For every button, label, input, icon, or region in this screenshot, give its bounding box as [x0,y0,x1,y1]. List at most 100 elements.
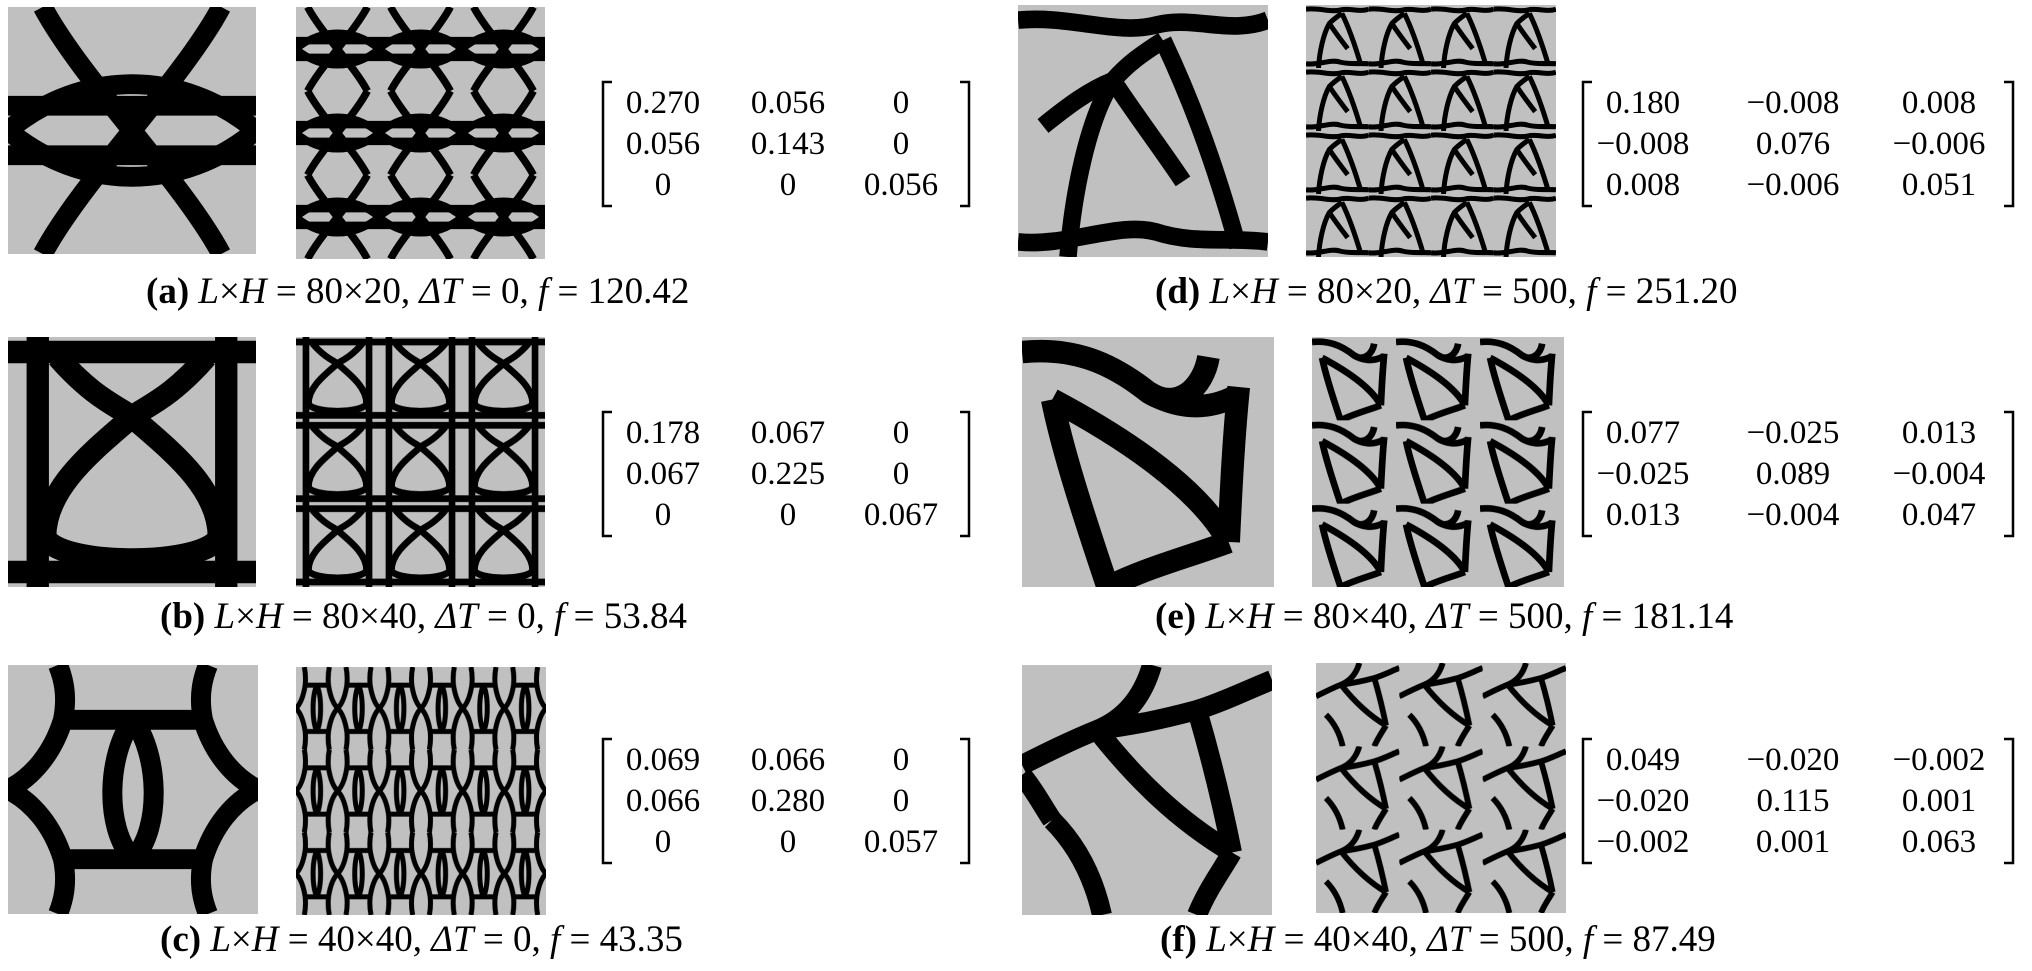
caption-symbol: H [255,596,283,637]
matrix-cell: 0.008 [1901,85,1977,121]
matrix-row: 0 0 0.067 [598,494,974,536]
caption-symbol: ΔT [435,596,478,637]
caption-symbol: = [564,596,604,637]
matrix-cell: −0.004 [1892,456,1986,492]
caption-label: (e) [1155,596,1197,637]
matrix-cell: 0.067 [625,456,701,492]
matrix-cell: 0.057 [863,824,939,860]
matrix-row: −0.025 0.089 −0.004 [1578,453,2018,495]
matrix-cell: 0.001 [1755,824,1831,860]
matrix-f: 0.049 −0.020 −0.002 −0.020 0.115 0.001 −… [1578,737,2018,865]
matrix-d: 0.180 −0.008 0.008 −0.008 0.076 −0.006 0… [1578,80,2018,208]
caption-value: 40 [1313,919,1351,960]
matrix-cell: 0 [779,824,797,860]
caption-symbol: = [1468,596,1508,637]
matrix-cell: 0.001 [1901,783,1977,819]
caption-symbol: × [1349,596,1371,637]
caption-symbol: , [1567,271,1587,312]
periodic-array-b [296,337,545,587]
caption-symbol: f [1586,271,1597,312]
caption-e: (e) L×H = 80×40, ΔT = 500, f = 181.14 [1155,595,1733,639]
caption-symbol: , [400,271,420,312]
caption-symbol: = [278,919,318,960]
matrix-cell: −0.006 [1746,167,1840,203]
matrix-c: 0.069 0.066 0 0.066 0.280 0 0 0 0.057 [598,737,974,865]
caption-symbol: = [1274,919,1314,960]
caption-symbol: , [1411,271,1431,312]
caption-symbol: ΔT [419,271,462,312]
periodic-array-a [296,7,545,259]
matrix-row: 0.008 −0.006 0.051 [1578,164,2018,206]
matrix-row: 0.180 −0.008 0.008 [1578,82,2018,124]
matrix-cell: 0.270 [625,85,701,121]
caption-value: 87.49 [1632,919,1716,960]
matrix-cell: 0.063 [1901,824,1977,860]
caption-value: 40 [317,919,355,960]
caption-symbol: × [354,919,376,960]
matrix-cell: 0.067 [750,415,826,451]
periodic-array-f [1316,663,1566,913]
caption-symbol: × [1230,271,1251,312]
matrix-cell: 0 [654,497,672,533]
caption-symbol: × [1350,919,1372,960]
caption-symbol: L [1205,596,1226,637]
caption-symbol: × [342,271,364,312]
caption-value: 251.20 [1635,271,1738,312]
caption-symbol: = [266,271,306,312]
caption-label: (f) [1160,919,1197,960]
caption-symbol: , [1407,596,1427,637]
caption-symbol: , [416,596,436,637]
matrix-cell: −0.008 [1596,126,1690,162]
caption-symbol: = [1273,596,1313,637]
matrix-cell: 0 [779,167,797,203]
unit-cell-e [1022,337,1274,587]
matrix-cell: 0 [654,824,672,860]
matrix-cell: 0 [654,167,672,203]
caption-label: (a) [146,271,190,312]
caption-symbol: = [473,919,513,960]
caption-symbol: = [282,596,323,637]
matrix-brackets [1581,410,2015,538]
caption-symbol: L [1209,271,1231,312]
matrix-cell: 0.077 [1605,415,1681,451]
matrix-cell: 0.056 [863,167,939,203]
matrix-cell: 0.180 [1605,85,1681,121]
caption-symbol: = [1596,271,1636,312]
matrix-brackets [1581,80,2015,208]
caption-symbol: f [1582,919,1594,960]
matrix-cell: 0.056 [750,85,826,121]
caption-symbol: L [198,271,219,312]
caption-value: 53.84 [603,596,687,637]
caption-symbol: × [235,596,256,637]
caption-symbol: L [214,596,236,637]
unit-cell-c [8,665,258,914]
unit-cell-b [8,337,256,587]
caption-value: 80 [1312,596,1350,637]
caption-symbol: = [1593,919,1633,960]
matrix-cell: 0.069 [625,742,701,778]
matrix-cell: −0.006 [1892,126,1986,162]
matrix-cell: 0.049 [1605,742,1681,778]
matrix-row: 0.069 0.066 0 [598,739,974,781]
matrix-cell: 0.056 [625,126,701,162]
matrix-cell: −0.020 [1746,742,1840,778]
caption-symbol: f [1581,596,1593,637]
caption-symbol: ΔT [1430,271,1473,312]
caption-value: 80 [1317,271,1355,312]
caption-label: (b) [160,596,206,637]
caption-symbol: ΔT [1427,919,1470,960]
periodic-array-e [1312,337,1564,587]
matrix-row: 0.066 0.280 0 [598,780,974,822]
caption-value: 0 [501,271,520,312]
matrix-b: 0.178 0.067 0 0.067 0.225 0 0 0 0.067 [598,410,974,538]
matrix-row: 0.049 −0.020 −0.002 [1578,739,2018,781]
matrix-cell: 0.013 [1605,497,1681,533]
caption-symbol: × [1225,596,1247,637]
matrix-row: 0 0 0.057 [598,821,974,863]
matrix-cell: −0.020 [1596,783,1690,819]
matrix-brackets [601,80,971,208]
matrix-e: 0.077 −0.025 0.013 −0.025 0.089 −0.004 0… [1578,410,2018,538]
matrix-row: 0.056 0.143 0 [598,123,974,165]
caption-value: 181.14 [1631,596,1734,637]
matrix-cell: 0.143 [750,126,826,162]
